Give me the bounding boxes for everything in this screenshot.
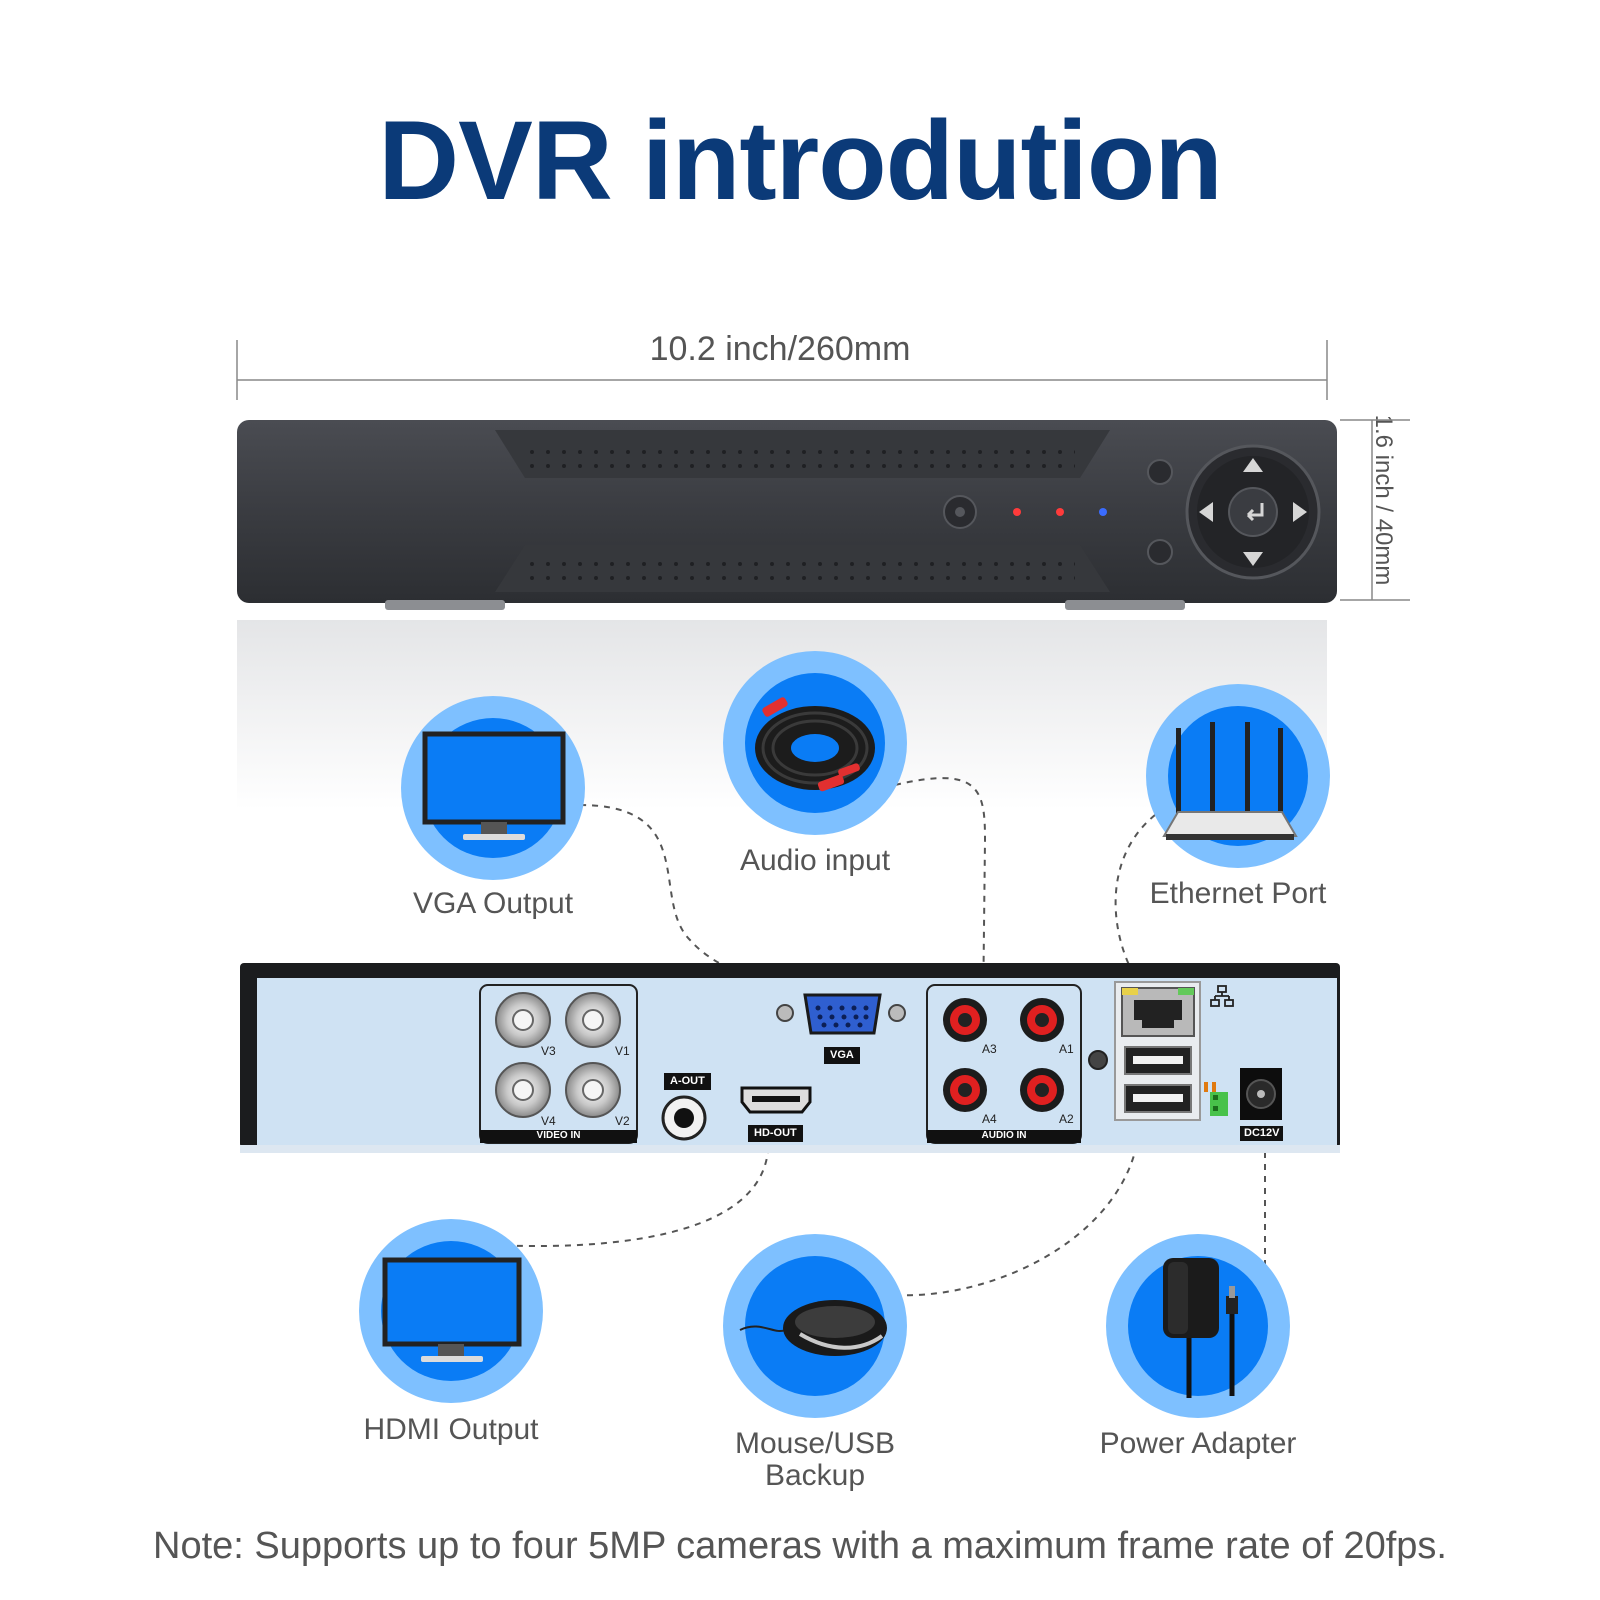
audio-in-label: AUDIO IN <box>981 1130 1027 1141</box>
width-dimension-line <box>236 340 1328 400</box>
hdmi-port-icon <box>740 1086 812 1114</box>
width-dimension-label: 10.2 inch/260mm <box>649 330 911 368</box>
mouse-usb-backup-label: Mouse/USB Backup <box>734 1427 896 1492</box>
video-channel-v4: V4 <box>541 1114 556 1128</box>
audio-out-label: A-OUT <box>664 1073 711 1090</box>
audio-channel-a1: A1 <box>1059 1042 1074 1056</box>
hdmi-monitor-icon <box>382 1257 522 1362</box>
power-adapter-label: Power Adapter <box>1099 1427 1297 1460</box>
cable-coil-icon <box>755 697 875 792</box>
hdmi-connector-line <box>492 1149 769 1248</box>
dc-power-label: DC12V <box>1240 1126 1284 1141</box>
audio-connector-line <box>894 777 987 1016</box>
power-adapter-icon <box>1163 1258 1238 1398</box>
ethernet-port-icon <box>1121 987 1195 1037</box>
dvr-rear-panel <box>240 963 1340 1153</box>
video-channel-v2: V2 <box>615 1114 630 1128</box>
height-dimension-line <box>1340 419 1410 601</box>
front-button-bottom <box>1147 539 1173 565</box>
network-icon <box>1210 985 1234 1007</box>
audio-channel-a3: A3 <box>982 1042 997 1056</box>
mouse-usb-circle <box>723 1234 907 1418</box>
ethernet-port-circle <box>1146 684 1330 868</box>
mouse-icon <box>739 1300 887 1356</box>
audio-input-circle <box>723 651 907 835</box>
navigation-pad-icon <box>1185 444 1321 580</box>
ground-screw-icon <box>1088 1050 1108 1070</box>
ethernet-connector-line <box>1114 814 1156 986</box>
usb-port-icon <box>1124 1046 1192 1113</box>
vga-port-icon <box>776 993 906 1035</box>
status-led-red-2 <box>1056 508 1064 516</box>
front-button-top <box>1147 459 1173 485</box>
vga-port-label: VGA <box>824 1047 860 1064</box>
power-adapter-circle <box>1106 1234 1290 1418</box>
vent-grille-top <box>525 440 1075 474</box>
audio-channel-a2: A2 <box>1059 1112 1074 1126</box>
dc-power-port-icon <box>1240 1068 1282 1120</box>
status-led-blue <box>1099 508 1107 516</box>
vga-monitor-icon <box>422 731 566 840</box>
page-title: DVR introdution <box>378 98 1222 223</box>
audio-out-port-icon <box>661 1095 707 1141</box>
footnote: Note: Supports up to four 5MP cameras wi… <box>153 1525 1447 1567</box>
vga-output-label: VGA Output <box>412 887 574 920</box>
usb-connector-line <box>894 1114 1141 1297</box>
video-channel-v1: V1 <box>615 1044 630 1058</box>
router-icon <box>1162 722 1298 840</box>
bnc-connectors <box>495 992 621 1118</box>
hdmi-output-label: HDMI Output <box>363 1413 539 1446</box>
status-led-red-1 <box>1013 508 1021 516</box>
video-in-label: VIDEO IN <box>536 1130 581 1141</box>
rs485-terminal-icon <box>1204 1082 1228 1116</box>
dvr-front-view <box>237 420 1337 610</box>
ethernet-port-label: Ethernet Port <box>1149 877 1327 910</box>
hdmi-output-circle <box>359 1219 543 1403</box>
vent-grille-bottom <box>525 552 1075 586</box>
rca-connectors <box>943 998 1064 1112</box>
audio-input-label: Audio input <box>739 844 891 877</box>
hd-out-label: HD-OUT <box>748 1125 803 1142</box>
video-channel-v3: V3 <box>541 1044 556 1058</box>
vga-output-circle <box>401 696 585 880</box>
audio-channel-a4: A4 <box>982 1112 997 1126</box>
